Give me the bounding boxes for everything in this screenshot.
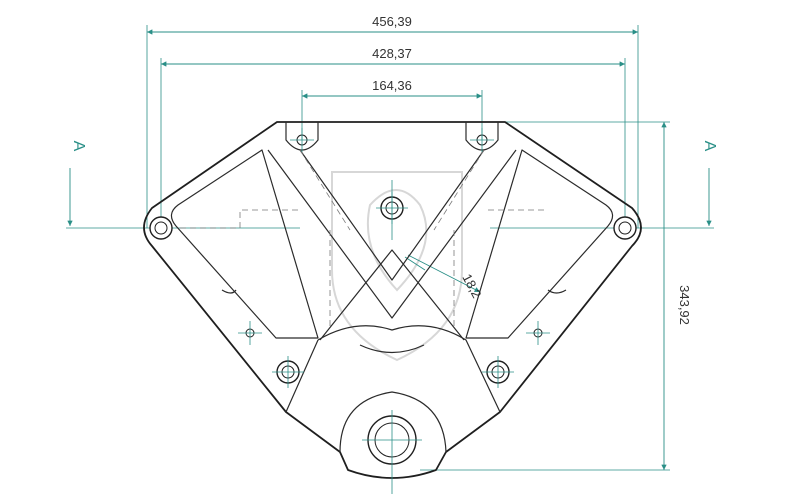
hole-top-right: [470, 128, 494, 152]
dimension-overall-width: 456,39: [147, 14, 638, 35]
section-label-left: A: [70, 141, 87, 152]
hole-right: [613, 216, 637, 240]
left-slot: [221, 289, 237, 294]
section-marker-left: A: [66, 141, 300, 229]
hole-lower-right: [482, 356, 514, 388]
dim-text-arm-width: 18,2: [459, 271, 484, 300]
watermark-shield-icon: [331, 171, 463, 362]
right-cutout: [465, 149, 614, 339]
dim-text-hole-span: 428,37: [372, 46, 412, 61]
dim-text-overall-width: 456,39: [372, 14, 412, 29]
section-marker-right: A: [490, 141, 718, 229]
part-outer-contour: [143, 121, 642, 479]
dimension-hole-span: 428,37: [161, 46, 625, 67]
dim-text-height: 343,92: [677, 285, 692, 325]
left-cutout: [170, 149, 319, 339]
dim-text-top-holes-span: 164,36: [372, 78, 412, 93]
hole-bottom-main: [362, 410, 422, 494]
center-x-arms: [267, 149, 517, 341]
dimension-height: 343,92: [661, 122, 692, 470]
hole-mid-right: [526, 321, 550, 345]
hidden-lines: [180, 149, 544, 330]
right-slot: [547, 289, 567, 294]
extension-lines: [146, 25, 670, 471]
hole-top-left: [290, 128, 314, 152]
section-label-right: A: [701, 141, 718, 152]
hole-lower-left: [272, 356, 304, 388]
dimension-top-holes-span: 164,36: [302, 78, 482, 99]
hole-mid-left: [238, 321, 262, 345]
hole-left: [149, 216, 173, 240]
bracket-part: [143, 121, 642, 479]
lower-web: [285, 325, 501, 453]
